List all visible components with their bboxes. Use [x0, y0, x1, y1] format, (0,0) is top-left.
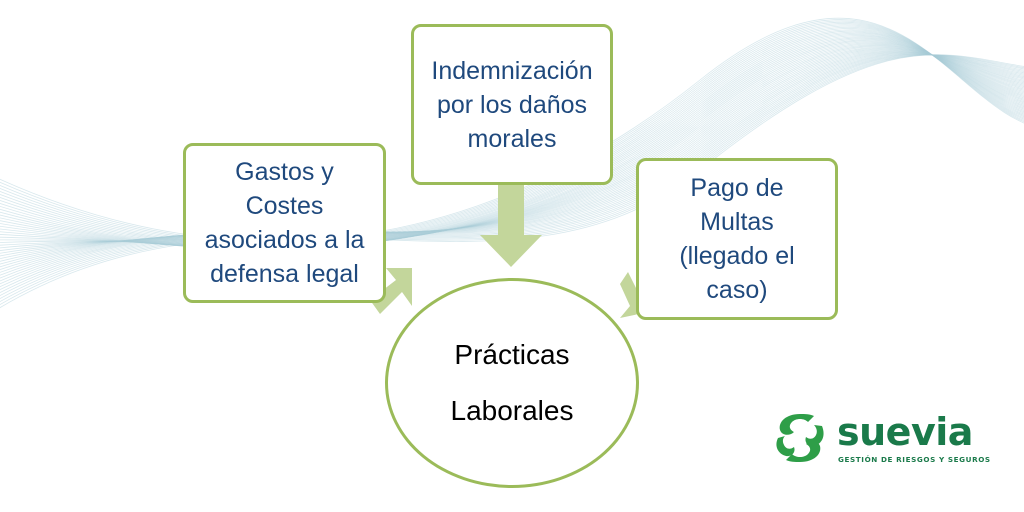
node-indemnizacion: Indemnización por los daños morales — [411, 24, 613, 185]
center-node-label: Prácticas Laborales — [450, 339, 574, 426]
node-gastos-label: Gastos y Costes asociados a la defensa l… — [204, 158, 365, 288]
arrow-from-gastos — [370, 268, 412, 314]
node-pago-multas: Pago de Multas (llegado el caso) — [636, 158, 838, 320]
arrow-from-indemnizacion — [480, 185, 542, 267]
node-gastos-costes: Gastos y Costes asociados a la defensa l… — [183, 143, 386, 303]
brand-name: suevia — [837, 410, 973, 454]
center-node-practicas-laborales: Prácticas Laborales — [385, 278, 639, 488]
brand-tagline: GESTIÓN DE RIESGOS Y SEGUROS — [838, 455, 991, 464]
green-swirl-s-icon — [776, 414, 824, 462]
node-indemnizacion-label: Indemnización por los daños morales — [431, 56, 593, 153]
suevia-logo: suevia GESTIÓN DE RIESGOS Y SEGUROS — [770, 410, 990, 470]
node-multas-label: Pago de Multas (llegado el caso) — [679, 174, 795, 304]
